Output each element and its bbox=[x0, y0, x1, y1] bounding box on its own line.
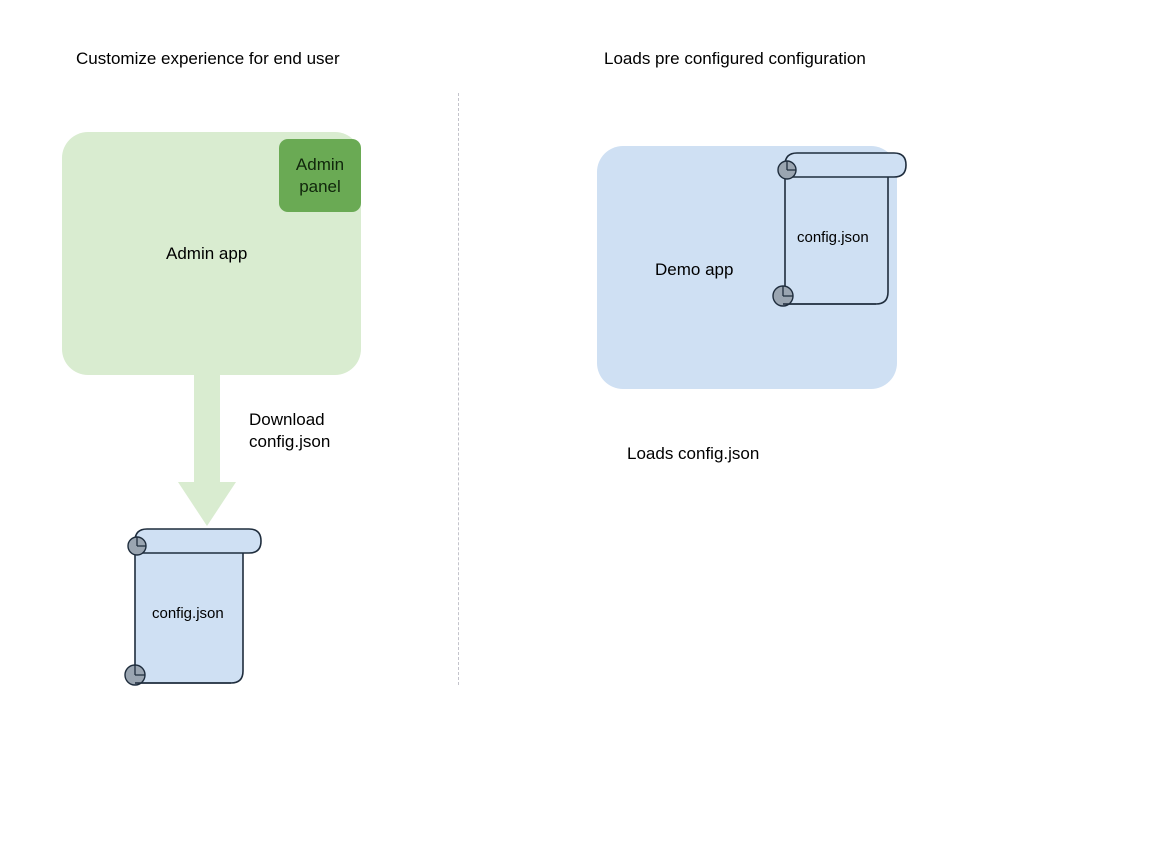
config-json-document-right[interactable] bbox=[768, 152, 916, 309]
loads-config-caption: Loads config.json bbox=[627, 444, 760, 463]
demo-app-label: Demo app bbox=[655, 260, 734, 279]
column-divider bbox=[458, 93, 459, 685]
admin-panel-label-line1: Admin bbox=[295, 154, 345, 174]
config-json-document-left[interactable] bbox=[118, 528, 266, 688]
right-column-heading: Loads pre configured configuration bbox=[604, 49, 866, 68]
download-caption-line1: Download bbox=[249, 410, 325, 429]
config-json-label-left: config.json bbox=[152, 605, 224, 622]
download-arrow-icon bbox=[178, 368, 236, 528]
admin-panel-label-line2: panel bbox=[299, 176, 341, 196]
download-caption-line2: config.json bbox=[249, 432, 331, 451]
admin-app-label: Admin app bbox=[166, 244, 248, 263]
left-column-heading: Customize experience for end user bbox=[76, 49, 340, 68]
config-json-label-right: config.json bbox=[797, 229, 869, 246]
download-arrow-caption: Download config.json bbox=[249, 409, 330, 453]
